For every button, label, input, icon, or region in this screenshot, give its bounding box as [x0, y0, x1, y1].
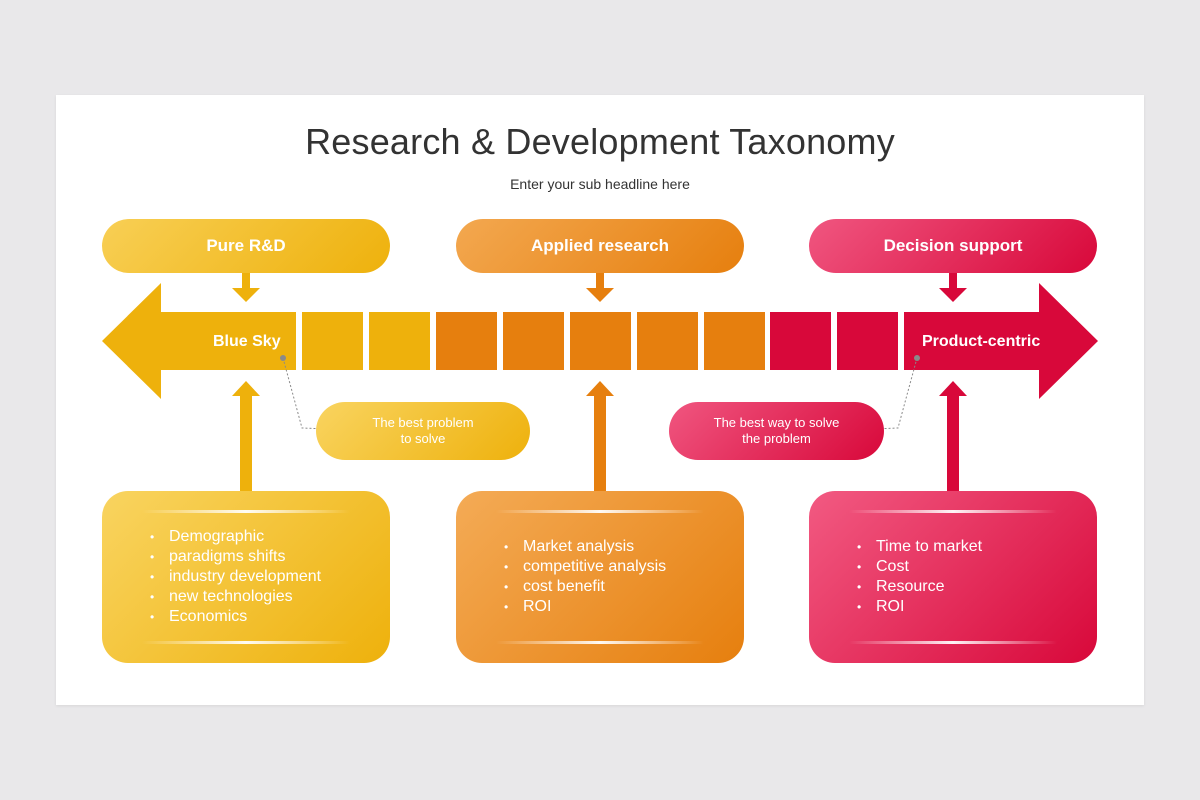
- category-pill-pure-rd: Pure R&D: [102, 219, 390, 273]
- list-item: paradigms shifts: [150, 547, 390, 567]
- detail-box-decision-support: Time to market Cost Resource ROI: [809, 491, 1097, 663]
- list-item: Economics: [150, 607, 390, 627]
- divider: [142, 510, 350, 513]
- page-title: Research & Development Taxonomy: [305, 121, 895, 162]
- left-spectrum-arrow: [102, 283, 296, 399]
- category-label: Pure R&D: [206, 236, 286, 255]
- spectrum-square: [436, 312, 497, 370]
- detail-list: Market analysis competitive analysis cos…: [456, 537, 744, 617]
- detail-box-pure-rd: Demographic paradigms shifts industry de…: [102, 491, 390, 663]
- list-item: ROI: [504, 597, 744, 617]
- spectrum-square: [770, 312, 831, 370]
- category-label: Applied research: [531, 236, 669, 255]
- down-arrow-yellow: [232, 273, 260, 302]
- divider: [849, 641, 1057, 644]
- divider: [849, 510, 1057, 513]
- callout-best-way: The best way to solve the problem: [669, 402, 884, 460]
- callout-best-problem: The best problem to solve: [316, 402, 530, 460]
- divider: [496, 510, 704, 513]
- callout-line: The best problem: [372, 415, 474, 430]
- spectrum-square: [704, 312, 765, 370]
- blue-sky-label: Blue Sky: [213, 333, 281, 350]
- down-arrow-orange: [586, 273, 614, 302]
- callout-line: the problem: [742, 431, 811, 446]
- product-centric-label: Product-centric: [922, 333, 1041, 350]
- list-item: competitive analysis: [504, 557, 744, 577]
- up-arrow-yellow: [232, 381, 260, 491]
- spectrum-square: [503, 312, 564, 370]
- callout-line: to solve: [400, 431, 446, 446]
- category-pill-applied-research: Applied research: [456, 219, 744, 273]
- list-item: Cost: [857, 557, 1097, 577]
- detail-box-applied-research: Market analysis competitive analysis cos…: [456, 491, 744, 663]
- right-spectrum-arrow: [904, 283, 1098, 399]
- category-pill-decision-support: Decision support: [809, 219, 1097, 273]
- divider: [496, 641, 704, 644]
- list-item: ROI: [857, 597, 1097, 617]
- spectrum-square: [837, 312, 898, 370]
- list-item: Resource: [857, 577, 1097, 597]
- divider: [142, 641, 350, 644]
- list-item: cost benefit: [504, 577, 744, 597]
- list-item: Demographic: [150, 527, 390, 547]
- spectrum-square: [570, 312, 631, 370]
- callout-line: The best way to solve: [713, 415, 840, 430]
- list-item: industry development: [150, 567, 390, 587]
- detail-list: Time to market Cost Resource ROI: [809, 537, 1097, 617]
- down-arrow-red: [939, 273, 967, 302]
- detail-list: Demographic paradigms shifts industry de…: [102, 527, 390, 627]
- spectrum-square: [637, 312, 698, 370]
- spectrum-square: [302, 312, 363, 370]
- list-item: new technologies: [150, 587, 390, 607]
- list-item: Time to market: [857, 537, 1097, 557]
- up-arrow-red: [939, 381, 967, 491]
- up-arrow-orange: [586, 381, 614, 491]
- page-subtitle: Enter your sub headline here: [510, 176, 690, 192]
- spectrum-square: [369, 312, 430, 370]
- list-item: Market analysis: [504, 537, 744, 557]
- category-label: Decision support: [883, 236, 1023, 255]
